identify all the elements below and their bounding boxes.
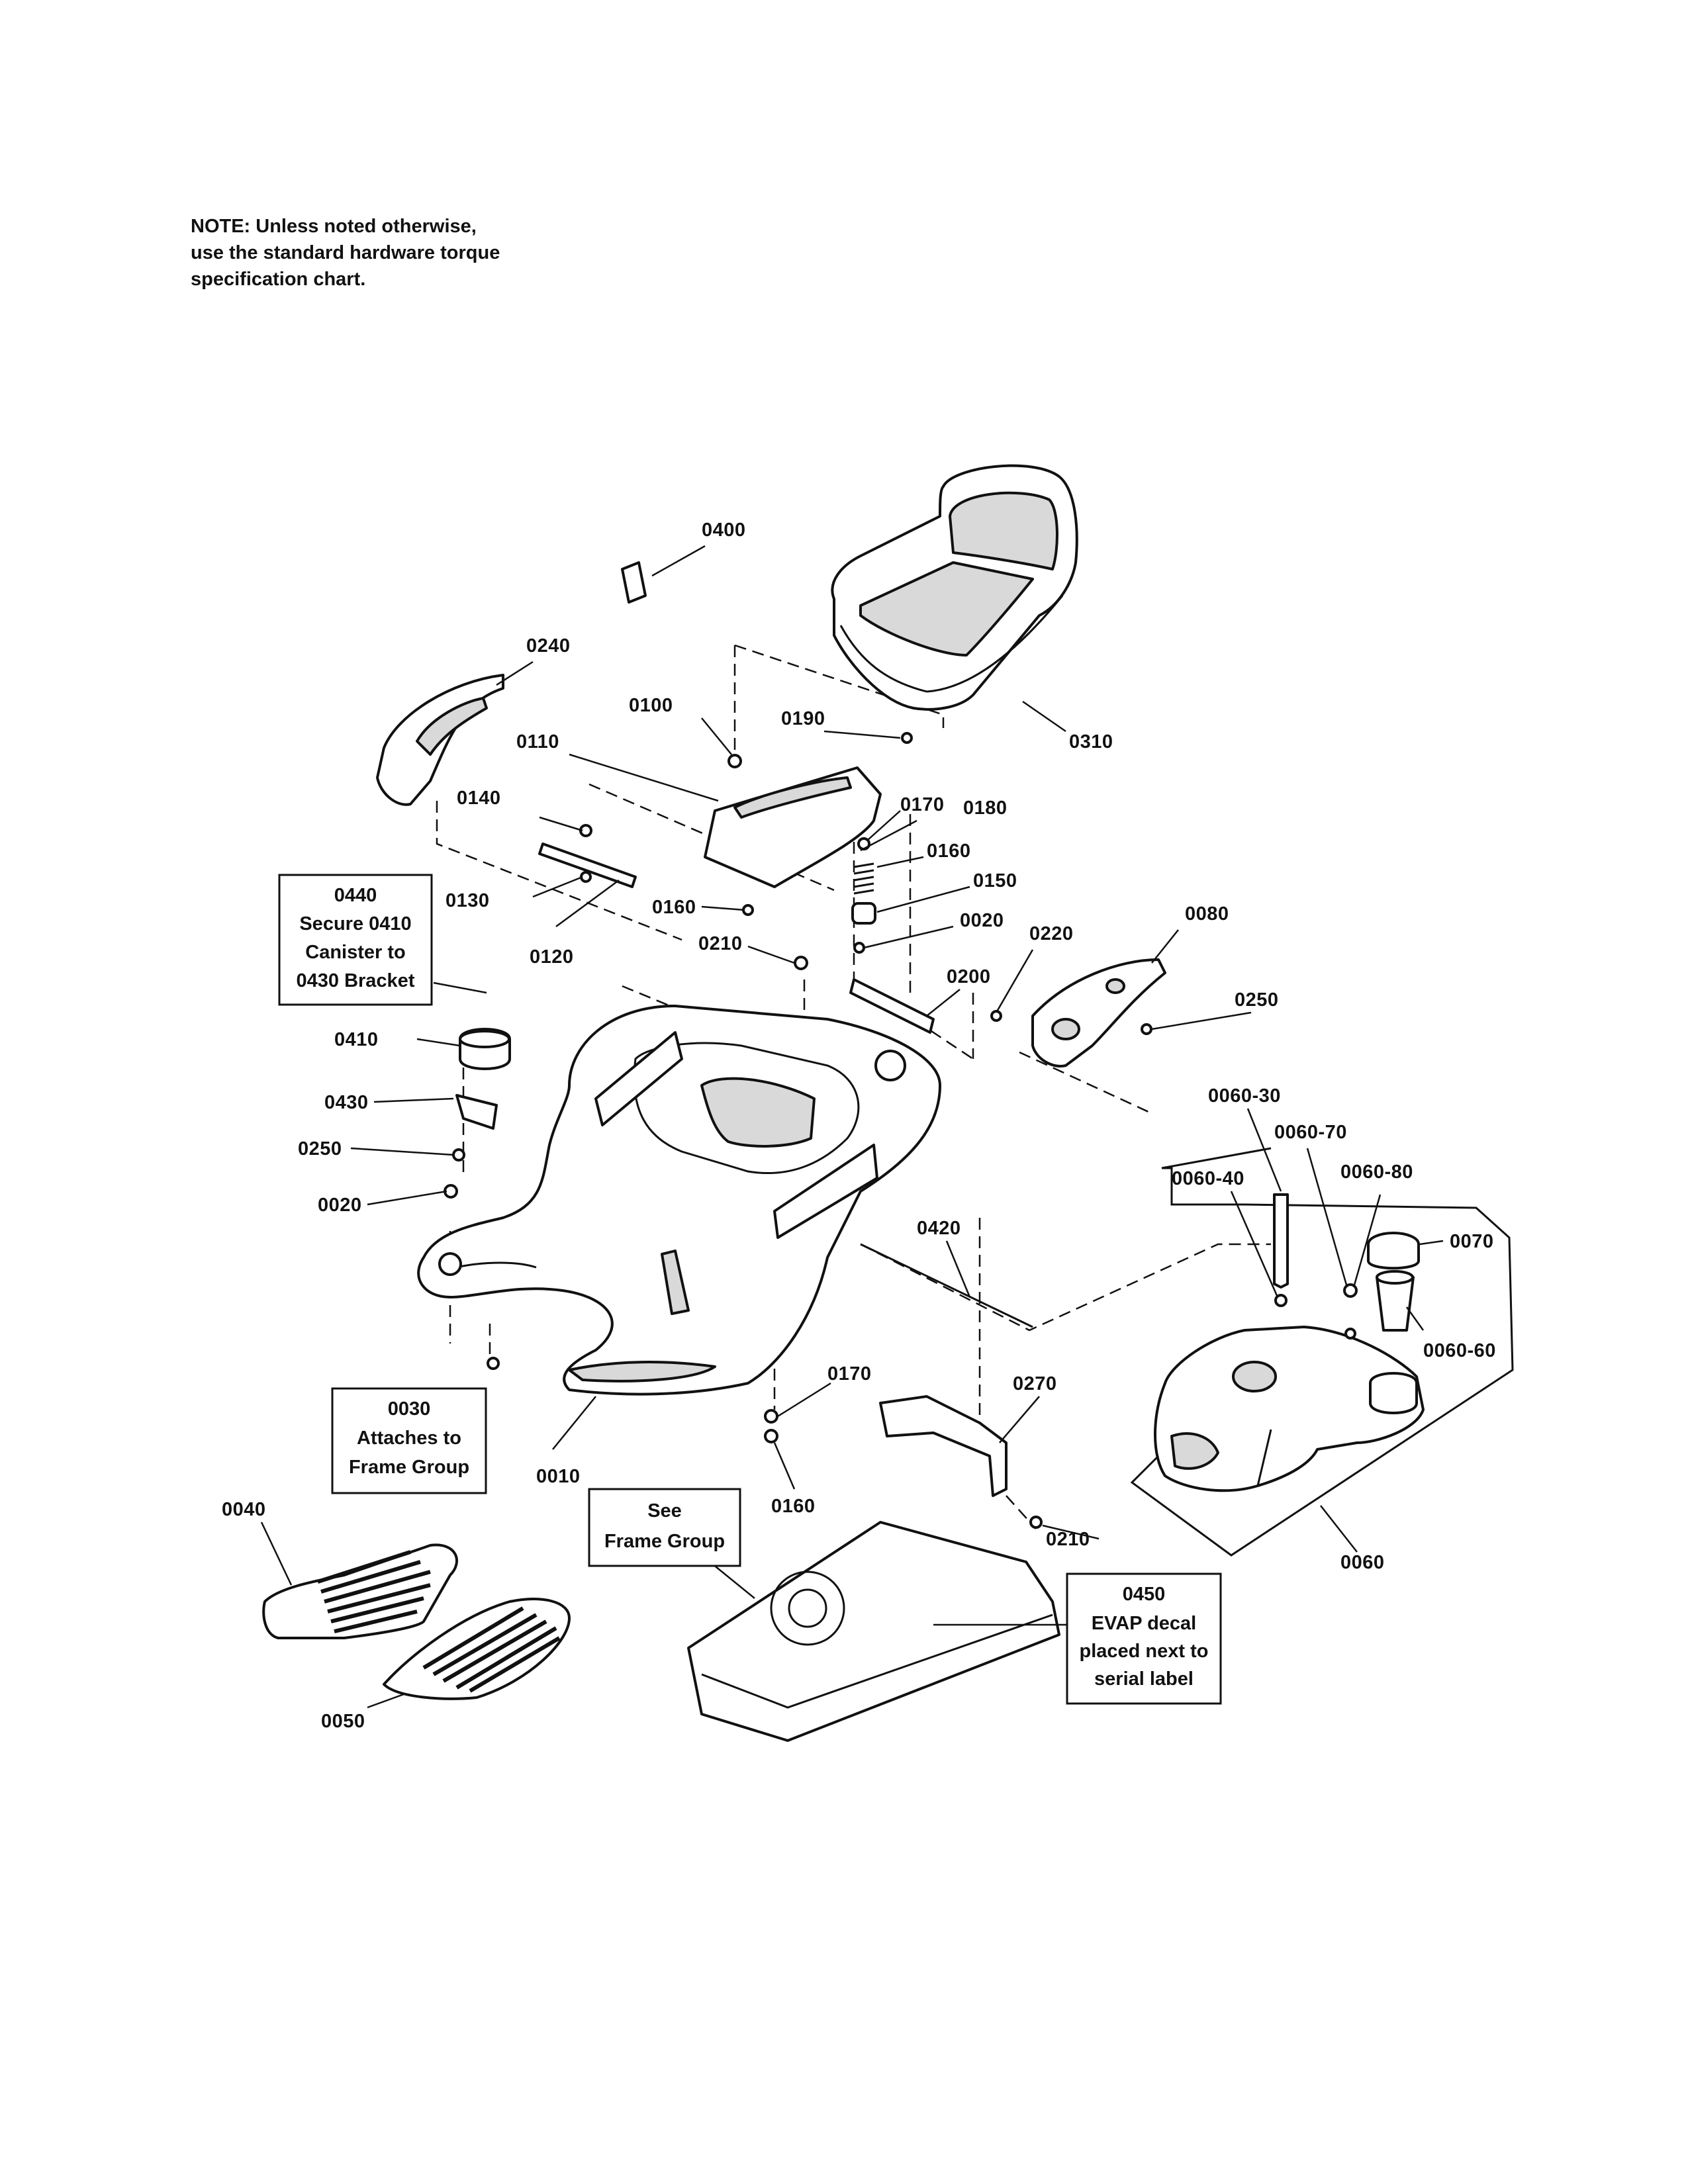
callout-0440: 0440 Secure 0410 Canister to 0430 Bracke…: [278, 874, 433, 1006]
label-0040: 0040: [222, 1499, 266, 1520]
label-0220: 0220: [1029, 923, 1074, 944]
label-0190: 0190: [781, 708, 825, 729]
label-0100: 0100: [629, 695, 673, 716]
label-0020-top: 0020: [960, 910, 1004, 931]
fuel-tank-group-outline: [1130, 1147, 1514, 1557]
label-0080: 0080: [1185, 903, 1229, 925]
label-0310: 0310: [1069, 731, 1113, 752]
fuel-cap-part: [1367, 1232, 1420, 1270]
see-frame-line2: Frame Group: [604, 1531, 725, 1552]
label-0200: 0200: [947, 966, 991, 987]
label-0210-bottom: 0210: [1046, 1529, 1090, 1550]
label-0270: 0270: [1013, 1373, 1057, 1394]
part-labels: 0400 0240 0100 0190 0310 0110 0140 0170 …: [222, 520, 1496, 1732]
vent-tube-part: [1273, 1193, 1358, 1340]
label-0430: 0430: [324, 1092, 369, 1113]
label-0060: 0060: [1340, 1552, 1385, 1573]
label-0060-80: 0060-80: [1340, 1161, 1413, 1183]
shift-knob-part: [621, 561, 647, 604]
spring-part: [851, 862, 876, 925]
callout-0440-title: 0440: [334, 885, 377, 906]
label-0410: 0410: [334, 1029, 379, 1050]
callout-0030-line2: Attaches to: [357, 1428, 461, 1449]
label-0050: 0050: [321, 1711, 365, 1732]
seat-support-bracket-part: [879, 1395, 1008, 1497]
callout-0450: 0450 EVAP decal placed next to serial la…: [1066, 1572, 1222, 1705]
label-0140: 0140: [457, 788, 501, 809]
label-0060-60: 0060-60: [1423, 1340, 1496, 1361]
label-0250-left: 0250: [298, 1138, 342, 1160]
seat-bracket-part: [704, 766, 882, 888]
label-0060-30: 0060-30: [1208, 1085, 1281, 1107]
label-0160-spring: 0160: [927, 841, 971, 862]
note-line-3: specification chart.: [191, 269, 366, 290]
footrest-right-part: [383, 1598, 571, 1700]
footrest-left-part: [262, 1543, 458, 1639]
armrest-right-part: [1031, 958, 1166, 1068]
label-0060-40: 0060-40: [1172, 1168, 1244, 1189]
label-0160-left: 0160: [652, 897, 696, 918]
leader-lines: [260, 545, 1444, 1709]
fuel-line-part: [860, 1243, 1033, 1328]
seat-slide-plate-part: [538, 842, 637, 888]
callout-0030-line3: Frame Group: [349, 1457, 469, 1478]
label-0060-70: 0060-70: [1274, 1122, 1347, 1143]
label-0180: 0180: [963, 797, 1008, 819]
canister-bracket-part: [455, 1094, 498, 1130]
canister-part: [459, 1028, 511, 1070]
label-0240: 0240: [526, 635, 571, 657]
see-frame-line1: See: [647, 1500, 682, 1522]
callout-see-frame-group: See Frame Group: [588, 1488, 741, 1567]
note-line-2: use the standard hardware torque: [191, 242, 500, 263]
fuel-filter-part: [1376, 1270, 1415, 1332]
label-0210-top: 0210: [698, 933, 743, 954]
torque-note: NOTE: Unless noted otherwise, use the st…: [191, 213, 654, 293]
label-0110: 0110: [516, 731, 559, 752]
label-0160-bottom: 0160: [771, 1496, 816, 1517]
label-0120: 0120: [530, 946, 574, 968]
label-0170-top: 0170: [900, 794, 945, 815]
label-0400: 0400: [702, 520, 746, 541]
callout-0440-line4: 0430 Bracket: [297, 970, 415, 991]
fuel-tank-part: [1154, 1326, 1425, 1492]
label-0010: 0010: [536, 1466, 581, 1487]
callout-0440-line2: Secure 0410: [299, 913, 411, 934]
callout-0440-line3: Canister to: [305, 942, 405, 963]
label-0070: 0070: [1450, 1231, 1494, 1252]
label-0170-bottom: 0170: [827, 1363, 872, 1385]
fender-body-part: [417, 1005, 941, 1396]
note-line-1: NOTE: Unless noted otherwise,: [191, 216, 477, 237]
frame-part: [687, 1521, 1060, 1742]
label-0150: 0150: [973, 870, 1017, 891]
callout-0450-line3: placed next to: [1080, 1641, 1209, 1662]
label-0250-right: 0250: [1235, 989, 1279, 1011]
label-0130: 0130: [445, 890, 490, 911]
callout-0030-title: 0030: [388, 1398, 431, 1420]
label-0020-left: 0020: [318, 1195, 362, 1216]
label-0420: 0420: [917, 1218, 961, 1239]
callout-0450-title: 0450: [1123, 1584, 1166, 1605]
armrest-left-part: [376, 674, 504, 806]
callout-0450-line2: EVAP decal: [1092, 1613, 1197, 1634]
callout-0030: 0030 Attaches to Frame Group: [331, 1387, 487, 1494]
seat-part: [831, 464, 1078, 711]
seat-switch-bracket-part: [849, 978, 935, 1034]
hardware-fasteners: [444, 732, 1152, 1529]
callout-0450-line4: serial label: [1094, 1668, 1194, 1690]
